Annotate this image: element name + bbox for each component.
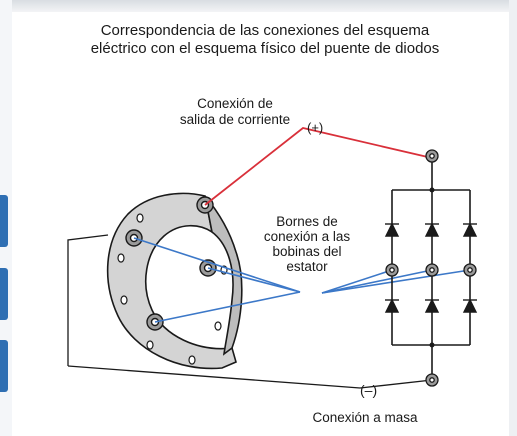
terminals-label-line-1: Bornes de — [276, 214, 338, 229]
terminals-label-line-2: conexión a las — [263, 229, 351, 244]
diode-plate — [106, 192, 243, 370]
plate-holes — [117, 213, 228, 365]
side-tab — [0, 340, 8, 392]
side-tab — [0, 195, 8, 247]
stator-terminals-label: Bornes de conexión a las bobinas del est… — [247, 214, 367, 274]
junction-dots — [429, 187, 435, 348]
title-line-1: Correspondencia de las conexiones del es… — [100, 22, 430, 39]
right-border — [509, 0, 517, 436]
top-border — [0, 0, 517, 12]
positive-sign: (+) — [307, 120, 324, 135]
title-line-2: eléctrico con el esquema físico del puen… — [90, 40, 440, 57]
schematic-terminals — [385, 149, 477, 387]
ground-leads — [67, 234, 433, 389]
positive-wire — [204, 127, 433, 206]
output-connection-label: Conexión de salida de corriente — [160, 96, 310, 128]
terminals-label-line-3: bobinas del — [272, 244, 342, 259]
negative-sign: (–) — [360, 382, 378, 398]
ground-connection-label: Conexión a masa — [312, 410, 418, 425]
terminals-label-line-4: estator — [286, 259, 328, 274]
stator-wires — [133, 237, 471, 323]
diodes — [384, 222, 478, 313]
left-border — [0, 0, 12, 436]
output-label-line-1: Conexión de — [197, 96, 273, 111]
side-tab — [0, 268, 8, 320]
output-label-line-2: salida de corriente — [179, 112, 291, 127]
diagram-title: Correspondencia de las conexiones del es… — [20, 22, 510, 58]
